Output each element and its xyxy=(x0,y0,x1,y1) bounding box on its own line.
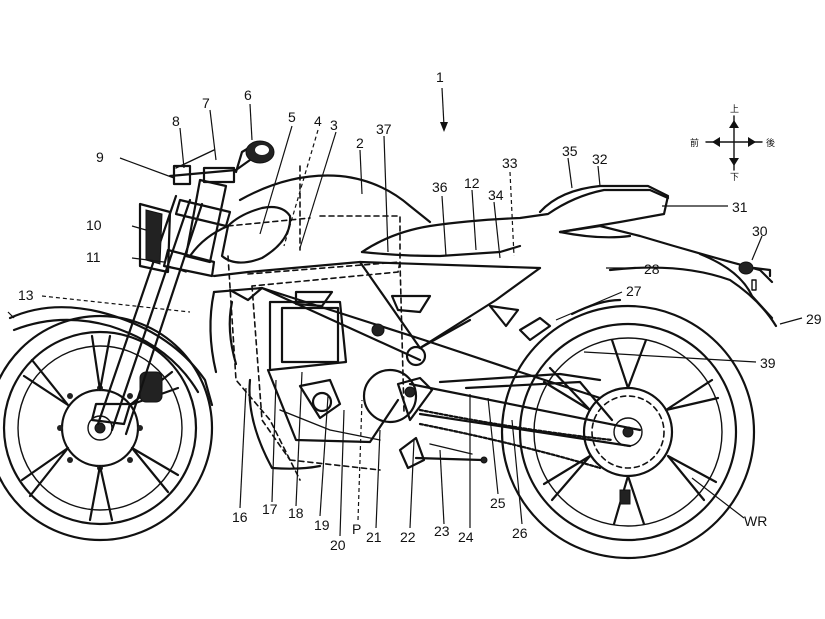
ref-label-18: 18 xyxy=(288,505,304,521)
ref-label-28: 28 xyxy=(644,261,660,277)
ref-label-4: 4 xyxy=(314,113,322,129)
ref-label-10: 10 xyxy=(86,217,102,233)
reference-labels: 2 3 4 5 6 7 8 9 10 11 12 13 16 17 18 19 … xyxy=(18,87,822,553)
ref-label-13: 13 xyxy=(18,287,34,303)
compass-rear-label: 後 xyxy=(766,137,775,149)
frame xyxy=(209,260,602,400)
ref-label-21: 21 xyxy=(366,529,382,545)
ref-label-24: 24 xyxy=(458,529,474,545)
front-wheel xyxy=(0,306,214,542)
figure-number: 1 xyxy=(436,69,444,85)
ref-label-22: 22 xyxy=(400,529,416,545)
front-fork xyxy=(90,140,275,436)
ref-label-12: 12 xyxy=(464,175,480,191)
ref-label-20: 20 xyxy=(330,537,346,553)
ref-label-29: 29 xyxy=(806,311,822,327)
ref-label-17: 17 xyxy=(262,501,278,517)
ref-label-34: 34 xyxy=(488,187,504,203)
ref-label-11: 11 xyxy=(86,249,101,265)
ref-label-39: 39 xyxy=(760,355,776,371)
compass-down-label: 下 xyxy=(730,173,739,183)
ref-label-2: 2 xyxy=(356,135,364,151)
ref-label-25: 25 xyxy=(490,495,506,511)
fuel-tank xyxy=(188,174,432,264)
ref-label-36: 36 xyxy=(432,179,448,195)
ref-label-37: 37 xyxy=(376,121,392,137)
seat xyxy=(360,184,778,328)
ref-label-30: 30 xyxy=(752,223,768,239)
ref-label-WR: WR xyxy=(744,513,767,529)
battery-dashed xyxy=(227,165,405,481)
swingarm xyxy=(408,372,642,470)
ref-label-19: 19 xyxy=(314,517,330,533)
footpeg xyxy=(398,436,488,470)
ref-label-7: 7 xyxy=(202,95,210,111)
ref-label-16: 16 xyxy=(232,509,248,525)
ref-label-5: 5 xyxy=(288,109,296,125)
ref-label-26: 26 xyxy=(512,525,528,541)
leader-lines xyxy=(7,103,803,537)
ref-label-27: 27 xyxy=(626,283,642,299)
rear-wheel xyxy=(500,304,756,560)
ref-label-9: 9 xyxy=(96,149,104,165)
ref-label-33: 33 xyxy=(502,155,518,171)
direction-compass xyxy=(705,115,763,171)
ref-label-32: 32 xyxy=(592,151,608,167)
ref-label-31: 31 xyxy=(732,199,748,215)
compass-front-label: 前 xyxy=(690,137,699,149)
ref-label-8: 8 xyxy=(172,113,180,129)
ref-label-23: 23 xyxy=(434,523,450,539)
ref-label-35: 35 xyxy=(562,143,578,159)
ref-label-3: 3 xyxy=(330,117,338,133)
compass-up-label: 上 xyxy=(730,104,739,115)
ref-label-P: P xyxy=(352,521,361,537)
ref-label-6: 6 xyxy=(244,87,252,103)
motor-unit xyxy=(248,300,434,470)
